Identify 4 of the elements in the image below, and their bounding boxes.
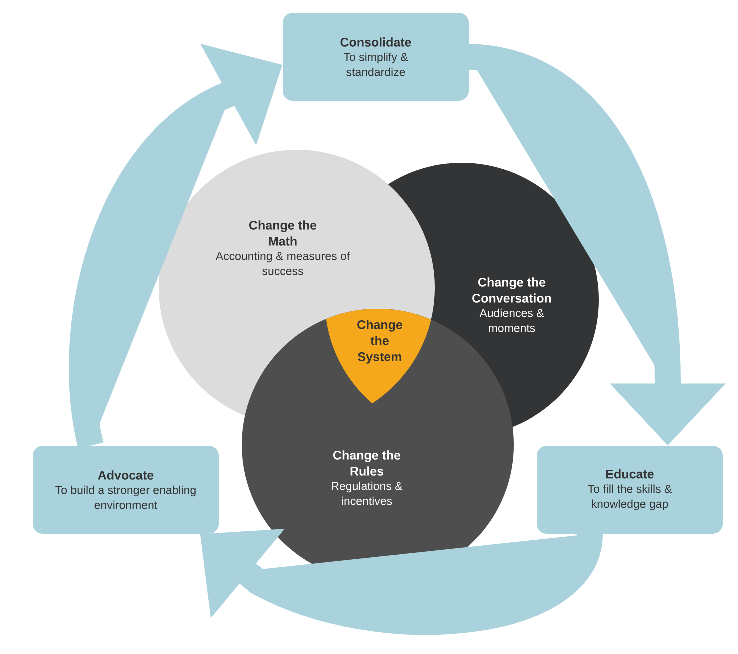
- stage-box: Advocate To build a stronger enabling environment: [33, 446, 219, 534]
- stage-box: Educate To fill the skills & knowledge gap: [537, 446, 723, 534]
- stage-box: Consolidate To simplify & standardize: [283, 13, 469, 101]
- venn-overlap: Change the System: [358, 320, 402, 364]
